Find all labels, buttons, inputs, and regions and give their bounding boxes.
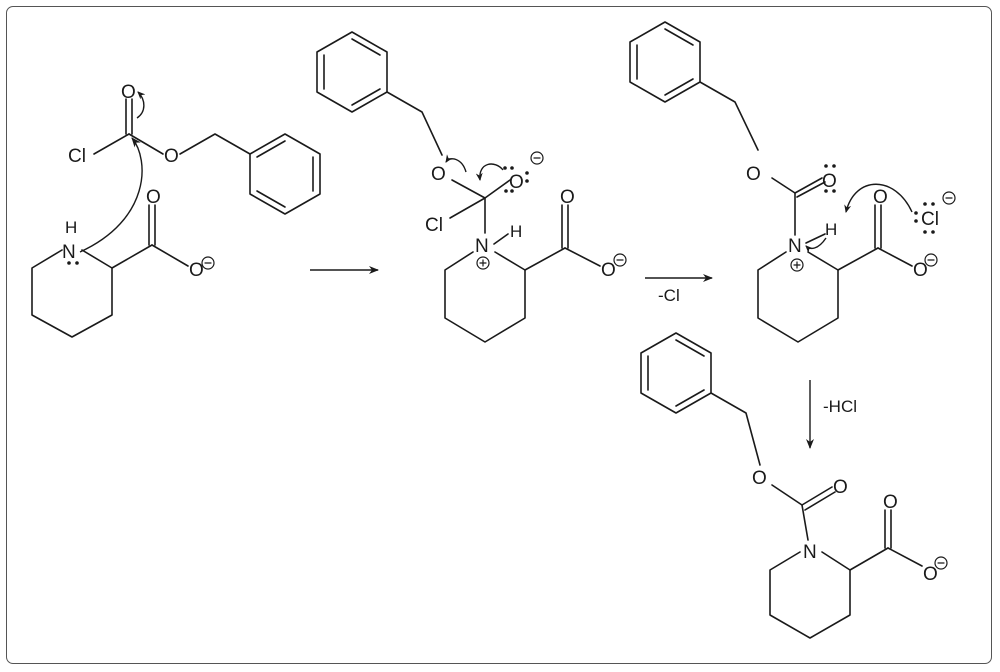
chlorine-atom-label: Cl bbox=[425, 215, 443, 236]
ammonium-nitrogen-label: N bbox=[788, 236, 802, 257]
carboxyl-oxygen-label: O bbox=[560, 187, 575, 208]
carboxylate-oxygen-label: O bbox=[189, 260, 204, 281]
carbonyl-electron-arrow bbox=[136, 91, 146, 119]
positive-charge-icon bbox=[790, 258, 804, 272]
carboxylate-oxygen-label: O bbox=[913, 260, 928, 281]
nh-bond-arrow bbox=[805, 237, 827, 254]
step-3-condition: -HCl bbox=[823, 397, 857, 416]
nucleophilic-attack-arrow bbox=[79, 137, 143, 253]
reform-carbonyl-arrow bbox=[475, 163, 504, 181]
carboxyl-oxygen-label: O bbox=[873, 187, 888, 208]
amine-nitrogen-label: N bbox=[62, 242, 76, 263]
carboxylate-oxygen-label: O bbox=[601, 260, 616, 281]
chlorine-atom-label: Cl bbox=[68, 146, 86, 167]
carboxyl-oxygen-label: O bbox=[146, 187, 161, 208]
alkoxide-oxygen-label: O bbox=[509, 172, 524, 193]
ether-oxygen-label: O bbox=[431, 164, 446, 185]
oxygen-lone-pair-arrow bbox=[445, 154, 467, 173]
ammonium-hydrogen-label: H bbox=[825, 220, 837, 239]
negative-charge-icon bbox=[934, 556, 948, 570]
carboxyl-oxygen-label: O bbox=[883, 492, 898, 513]
negative-charge-icon bbox=[613, 253, 627, 267]
chloride-deprotonation-arrow bbox=[844, 183, 913, 213]
ammonium-hydrogen-label: H bbox=[510, 222, 522, 241]
molecule-3-protonated-carbamate: O O N H O O Cl bbox=[629, 21, 956, 343]
carbonyl-oxygen-label: O bbox=[822, 171, 837, 192]
negative-charge-icon bbox=[201, 256, 215, 270]
positive-charge-icon bbox=[476, 256, 490, 270]
ammonium-nitrogen-label: N bbox=[475, 236, 489, 257]
carbamate-nitrogen-label: N bbox=[803, 542, 817, 563]
ester-oxygen-label: O bbox=[752, 468, 767, 489]
ester-oxygen-label: O bbox=[746, 164, 761, 185]
amine-hydrogen-label: H bbox=[65, 218, 77, 237]
ester-oxygen-label: O bbox=[164, 146, 179, 167]
diagram-frame bbox=[6, 6, 992, 664]
carboxylate-oxygen-label: O bbox=[923, 564, 938, 585]
carbonyl-oxygen-label: O bbox=[833, 477, 848, 498]
molecule-4-product: O O N O O bbox=[640, 332, 948, 639]
molecule-1-reactants: Cl O O N H O O bbox=[31, 82, 321, 338]
negative-charge-icon bbox=[530, 151, 544, 165]
negative-charge-icon bbox=[924, 253, 938, 267]
step-2-condition: -Cl bbox=[658, 286, 680, 305]
carbonyl-oxygen-label: O bbox=[121, 82, 136, 103]
molecule-2-tetrahedral-intermediate: O O Cl N H O O bbox=[316, 31, 627, 343]
negative-charge-icon bbox=[942, 191, 956, 205]
chloride-ion-label: Cl bbox=[921, 209, 939, 230]
